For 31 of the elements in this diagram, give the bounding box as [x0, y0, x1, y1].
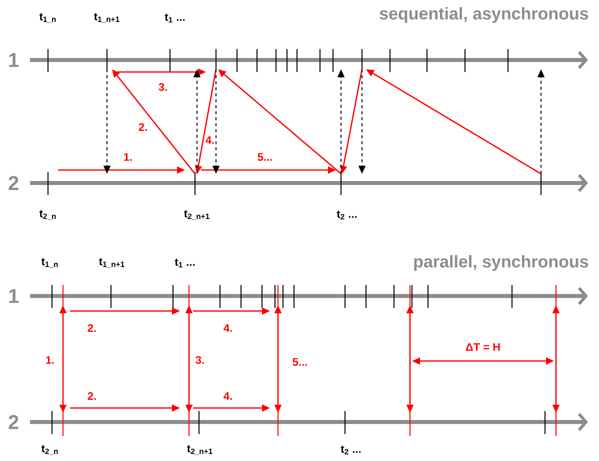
step-label: 1. — [122, 152, 134, 162]
edge-label: 5... — [291, 357, 309, 367]
time-label: t$_{2_n}$ — [40, 444, 60, 456]
step-label: 4. — [222, 323, 234, 333]
edge-label: 3. — [194, 355, 206, 365]
timeline-axis: 1 — [9, 287, 588, 305]
time-label: t$_{1_n+1}$ — [98, 257, 126, 269]
timeline-axis: 2 — [8, 174, 588, 192]
step-label: ΔT = H — [464, 342, 502, 352]
step-label: 3. — [157, 82, 169, 92]
time-label: t$_{1_n}$ — [38, 12, 58, 24]
step-label: 2. — [86, 323, 98, 333]
time-label: t$_{1_n+1}$ — [92, 12, 122, 24]
time-label: t$_{2}$ ... — [340, 444, 362, 456]
time-label: t$_{2}$ ... — [336, 210, 358, 220]
timeline-axis: 2 — [8, 413, 588, 431]
time-label: t$_{2_n+1}$ — [182, 209, 212, 221]
edge-label: 1. — [44, 355, 56, 365]
time-label: t$_{2_n}$ — [38, 209, 58, 221]
step-label: 4. — [222, 391, 234, 401]
time-label: t$_{1}$ ... — [164, 12, 186, 24]
step-label: 2. — [86, 391, 98, 401]
timeline-axis: 1 — [9, 51, 588, 69]
edge-label: 2. — [137, 122, 149, 132]
edge-label: 4. — [204, 135, 216, 145]
panel-title: sequential, asynchronous — [378, 6, 590, 24]
panel-title: parallel, synchronous — [412, 254, 590, 272]
time-label: t$_{1_n}$ — [40, 257, 60, 269]
time-label: t$_{1}$ ... — [174, 258, 196, 268]
time-label: t$_{2_n+1}$ — [186, 444, 214, 456]
step-label: 5... — [256, 152, 274, 162]
